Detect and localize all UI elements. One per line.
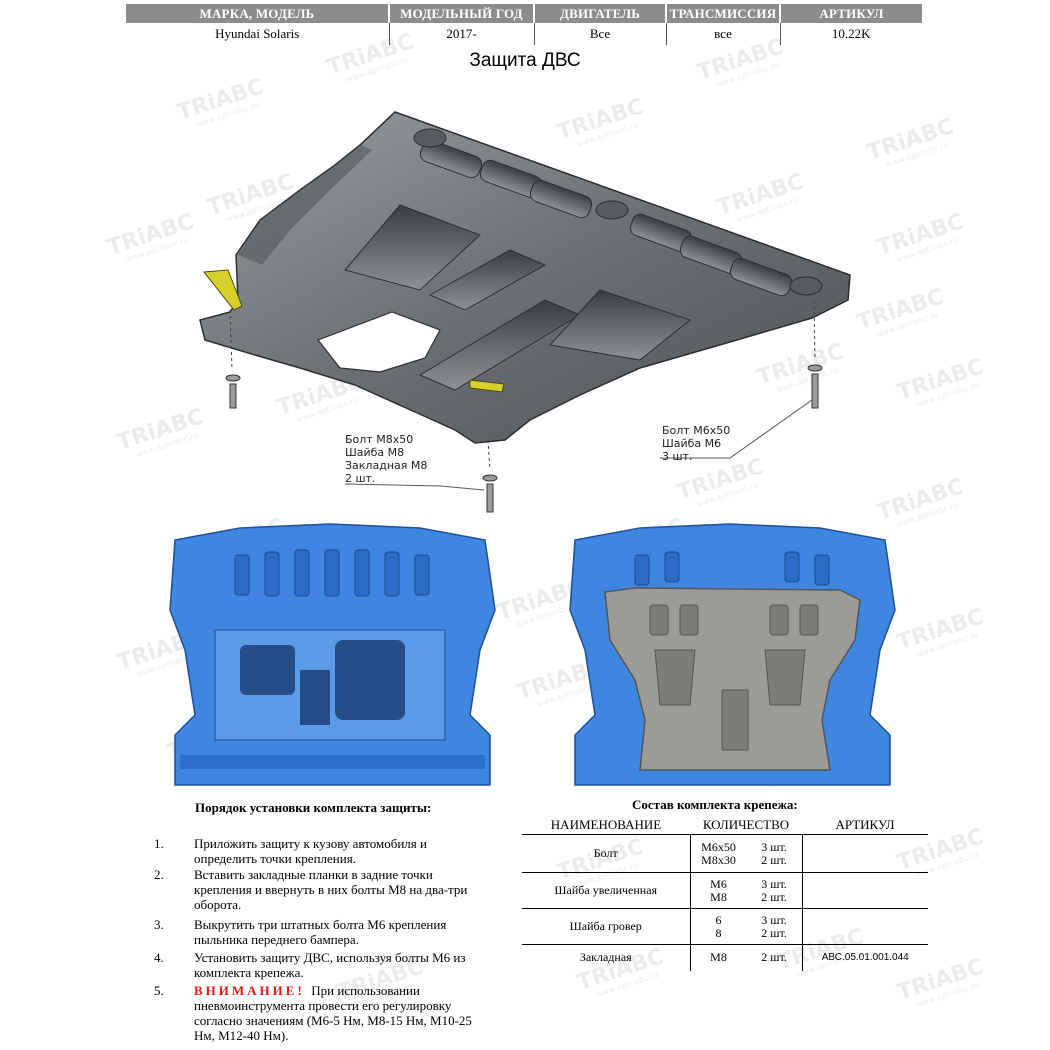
step-text: Приложить защиту к кузову автомобиля и о… (194, 836, 427, 866)
col-make-model: МАРКА, МОДЕЛЬ (126, 4, 390, 23)
col-article: АРТИКУЛ (802, 816, 928, 835)
part-article (801, 908, 928, 945)
step-number: 5. (154, 983, 164, 998)
value-engine: Все (534, 23, 667, 45)
part-name: Закладная (522, 944, 691, 971)
part-qty: 3 шт. (761, 839, 787, 854)
part-size: М6 (710, 876, 727, 891)
car-underside-before (169, 523, 496, 786)
col-transmission: ТРАНСМИССИЯ (666, 4, 781, 23)
part-qty: 2 шт. (761, 950, 787, 965)
installed-skid-plate (604, 587, 861, 771)
callout-line: Шайба М6 (662, 437, 722, 450)
part-qty: 2 шт. (761, 852, 787, 867)
parts-title: Состав комплекта крепежа: (632, 797, 798, 812)
step-text: Вставить закладные планки в задние точки… (194, 867, 468, 912)
instructions-title: Порядок установки комплекта защиты: (195, 800, 432, 815)
fastener-table: НАИМЕНОВАНИЕ КОЛИЧЕСТВО АРТИКУЛ Болт М6х… (522, 816, 928, 971)
step-number: 1. (154, 836, 164, 851)
step-number: 3. (154, 917, 164, 932)
value-model-year: 2017- (389, 23, 535, 45)
skid-plate-drawing (199, 111, 851, 513)
plate-cutout (317, 311, 441, 373)
part-size: М6х50 (701, 839, 736, 854)
callout-line: 2 шт. (345, 472, 376, 485)
step-text: При использовании пневмоинструмента пров… (194, 983, 472, 1043)
col-model-year: МОДЕЛЬНЫЙ ГОД (389, 4, 535, 23)
part-qty: 2 шт. (761, 889, 787, 904)
value-make-model: Hyundai Solaris (126, 23, 390, 45)
value-transmission: все (666, 23, 781, 45)
callout-m8-hardware: Болт М8х50 Шайба М8 Закладная М8 2 шт. (345, 433, 427, 485)
step-number: 2. (154, 867, 164, 882)
col-article: АРТИКУЛ (780, 4, 922, 23)
callout-line: 3 шт. (662, 450, 693, 463)
step-text: Выкрутить три штатных болта М6 крепления… (194, 917, 447, 947)
part-size: М8х30 (701, 852, 736, 867)
part-article (801, 872, 928, 909)
part-size: 6 (715, 912, 722, 927)
callout-line: Болт М8х50 (345, 433, 414, 446)
part-name: Шайба увеличенная (522, 872, 691, 909)
part-article: АВС.05.01.001.044 (801, 944, 928, 971)
part-size: М8 (710, 889, 727, 904)
col-name: НАИМЕНОВАНИЕ (522, 816, 690, 835)
callout-line: Шайба М8 (345, 446, 405, 459)
col-engine: ДВИГАТЕЛЬ (534, 4, 667, 23)
part-qty: 3 шт. (761, 912, 787, 927)
warning-label: ВНИМАНИЕ! (194, 983, 305, 998)
col-quantity: КОЛИЧЕСТВО (690, 816, 802, 835)
callout-line: Закладная М8 (345, 459, 428, 472)
part-name: Болт (522, 834, 691, 873)
part-qty: 3 шт. (761, 876, 787, 891)
part-article (801, 834, 928, 873)
part-qty: 2 шт. (761, 925, 787, 940)
part-name: Шайба гровер (522, 908, 691, 945)
nut-plate-right (469, 379, 505, 393)
step-text: Установить защиту ДВС, используя болты М… (194, 950, 466, 980)
part-size: М8 (710, 950, 727, 965)
table-row: Закладная М8 2 шт. АВС.05.01.001.044 (522, 944, 928, 971)
part-size: 8 (715, 925, 722, 940)
value-article: 10.22K (831, 26, 871, 41)
callout-m6-hardware: Болт М6х50 Шайба М6 3 шт. (662, 424, 730, 463)
step-number: 4. (154, 950, 164, 965)
page-title: Защита ДВС (469, 50, 581, 71)
vehicle-info-table: МАРКА, МОДЕЛЬ МОДЕЛЬНЫЙ ГОД ДВИГАТЕЛЬ ТР… (126, 4, 922, 45)
nut-plate-left (203, 269, 243, 311)
car-underside-after (569, 523, 896, 786)
callout-line: Болт М6х50 (662, 424, 731, 437)
